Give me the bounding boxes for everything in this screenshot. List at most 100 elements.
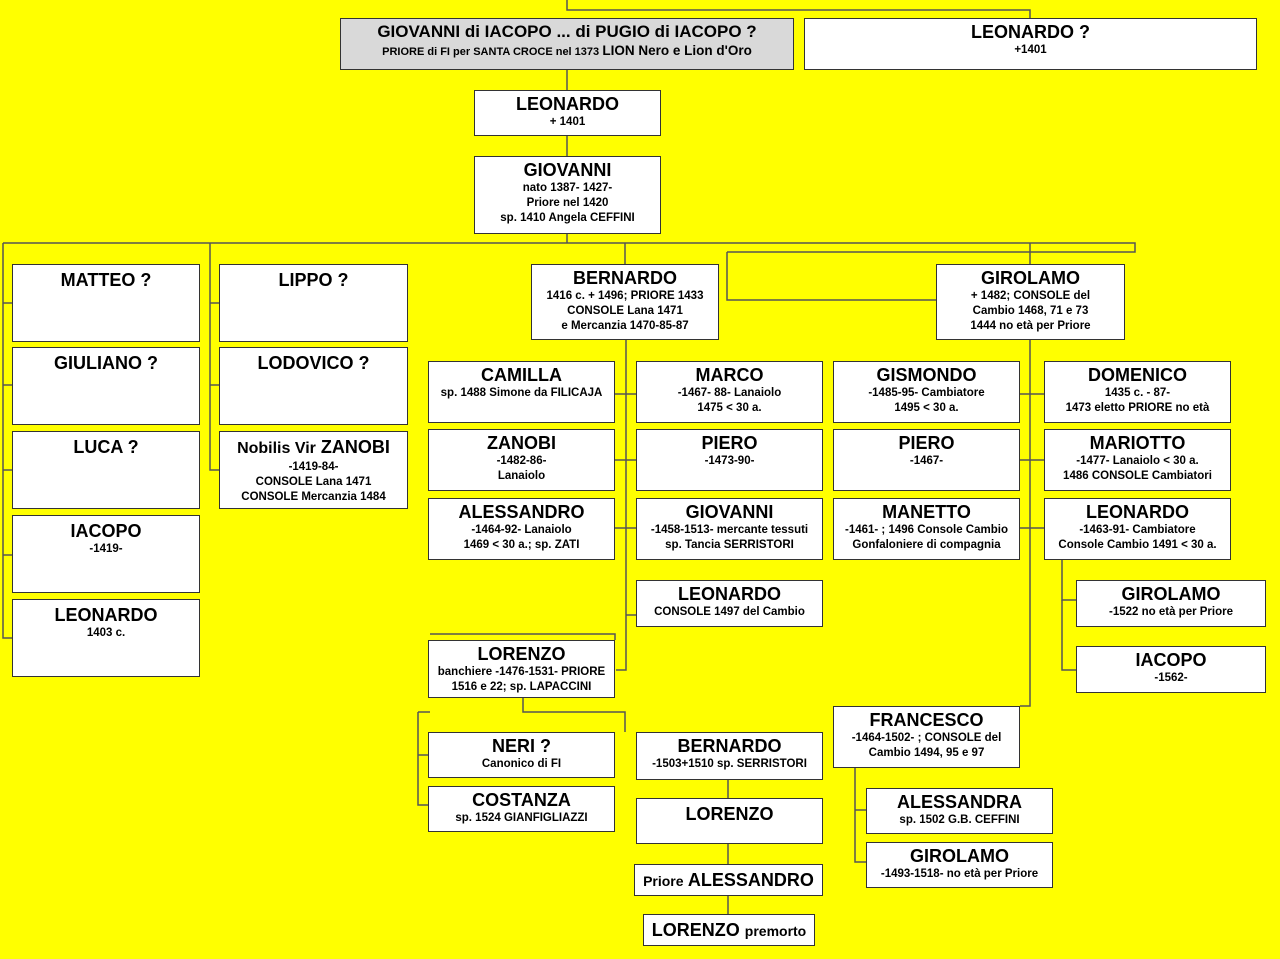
person-bernardo: BERNARDO 1416 c. + 1496; PRIORE 1433 CON… bbox=[531, 264, 719, 340]
person-name: LEONARDO bbox=[1086, 502, 1189, 522]
person-detail: -1463-91- Cambiatore bbox=[1079, 524, 1196, 536]
person-name: COSTANZA bbox=[472, 790, 571, 810]
person-name: DOMENICO bbox=[1088, 365, 1187, 385]
person-detail: -1482-86- bbox=[496, 455, 547, 467]
person-domenico: DOMENICO 1435 c. - 87- 1473 eletto PRIOR… bbox=[1044, 361, 1231, 423]
person-detail: 1469 < 30 a.; sp. ZATI bbox=[463, 539, 580, 551]
person-francesco: FRANCESCO -1464-1502- ; CONSOLE del Camb… bbox=[833, 706, 1020, 768]
person-marco: MARCO -1467- 88- Lanaiolo 1475 < 30 a. bbox=[636, 361, 823, 423]
person-detail: -1522 no età per Priore bbox=[1109, 606, 1233, 618]
person-piero-1473: PIERO -1473-90- bbox=[636, 429, 823, 491]
person-matteo: MATTEO ? bbox=[12, 264, 200, 342]
person-detail: CONSOLE Lana 1471 bbox=[255, 476, 372, 488]
person-detail: 1473 eletto PRIORE no età bbox=[1065, 402, 1210, 414]
person-detail: sp. 1488 Simone da FILICAJA bbox=[440, 387, 603, 399]
person-detail: sp. 1502 G.B. CEFFINI bbox=[899, 814, 1020, 826]
person-detail: 1444 no età per Priore bbox=[970, 320, 1091, 332]
person-detail: 1495 < 30 a. bbox=[894, 402, 959, 414]
person-detail: 1486 CONSOLE Cambiatori bbox=[1063, 470, 1212, 482]
person-giovanni-di-iacopo: GIOVANNI di IACOPO ... di PUGIO di IACOP… bbox=[340, 18, 794, 70]
person-detail: + 1401 bbox=[549, 116, 586, 128]
person-lorenzo-1476: LORENZO banchiere -1476-1531- PRIORE 151… bbox=[428, 640, 615, 698]
person-alessandro: ALESSANDRO -1464-92- Lanaiolo 1469 < 30 … bbox=[428, 498, 615, 560]
person-detail-2: LION Nero e Lion d'Oro bbox=[602, 43, 752, 58]
person-detail: 1435 c. - 87- bbox=[1104, 387, 1171, 399]
person-detail: -1458-1513- mercante tessuti bbox=[650, 524, 809, 536]
person-detail: Lanaiolo bbox=[497, 470, 546, 482]
person-detail: Canonico di FI bbox=[481, 758, 562, 770]
person-detail: e Mercanzia 1470-85-87 bbox=[561, 320, 689, 332]
person-detail: -1464-1502- ; CONSOLE del bbox=[851, 732, 1002, 744]
person-girolamo-1493: GIROLAMO -1493-1518- no età per Priore bbox=[866, 842, 1053, 888]
person-prefix: Priore bbox=[643, 873, 684, 889]
person-costanza: COSTANZA sp. 1524 GIANFIGLIAZZI bbox=[428, 786, 615, 832]
person-leonardo-1497: LEONARDO CONSOLE 1497 del Cambio bbox=[636, 580, 823, 627]
person-name: MANETTO bbox=[882, 502, 971, 522]
person-name: CAMILLA bbox=[481, 365, 562, 385]
person-detail: Cambio 1468, 71 e 73 bbox=[972, 305, 1089, 317]
person-name: GIROLAMO bbox=[910, 846, 1009, 866]
person-name: LEONARDO ? bbox=[971, 22, 1090, 42]
person-detail: -1419- bbox=[89, 543, 123, 555]
person-detail: Gonfaloniere di compagnia bbox=[852, 539, 1001, 551]
person-name: FRANCESCO bbox=[869, 710, 984, 730]
person-lorenzo-premorto: LORENZO premorto bbox=[643, 914, 815, 946]
person-detail: CONSOLE Mercanzia 1484 bbox=[241, 491, 386, 503]
person-detail: CONSOLE 1497 del Cambio bbox=[654, 606, 805, 618]
person-camilla: CAMILLA sp. 1488 Simone da FILICAJA bbox=[428, 361, 615, 423]
person-prefix: Nobilis Vir bbox=[237, 440, 316, 457]
person-detail: CONSOLE Lana 1471 bbox=[567, 305, 683, 317]
person-giovanni: GIOVANNI nato 1387- 1427- Priore nel 142… bbox=[474, 156, 661, 234]
person-leonardo-1403: LEONARDO 1403 c. bbox=[12, 599, 200, 677]
person-giuliano: GIULIANO ? bbox=[12, 347, 200, 425]
person-name: NERI ? bbox=[491, 736, 551, 756]
person-detail: Cambio 1494, 95 e 97 bbox=[868, 747, 985, 759]
person-piero-1467: PIERO -1467- bbox=[833, 429, 1020, 491]
person-name: LORENZO bbox=[477, 644, 566, 664]
person-name: BERNARDO bbox=[572, 268, 677, 288]
person-name: BERNARDO bbox=[677, 736, 782, 756]
person-detail: banchiere -1476-1531- PRIORE bbox=[437, 666, 606, 678]
person-detail: + 1482; CONSOLE del bbox=[970, 290, 1091, 302]
person-detail: 1403 c. bbox=[86, 627, 126, 639]
person-name: MARCO bbox=[695, 365, 764, 385]
person-name: ZANOBI bbox=[487, 433, 556, 453]
person-name: LODOVICO ? bbox=[257, 353, 370, 373]
person-leonardo-1401: LEONARDO + 1401 bbox=[474, 90, 661, 136]
person-detail: -1503+1510 sp. SERRISTORI bbox=[652, 758, 807, 770]
person-name: MATTEO ? bbox=[60, 270, 152, 290]
person-iacopo-1562: IACOPO -1562- bbox=[1076, 646, 1266, 693]
person-lodovico: LODOVICO ? bbox=[219, 347, 408, 425]
person-name: LEONARDO bbox=[54, 605, 158, 625]
person-name: GIROLAMO bbox=[981, 268, 1080, 288]
person-detail: -1467- bbox=[909, 455, 944, 467]
person-name: LEONARDO bbox=[516, 94, 619, 114]
person-name: GISMONDO bbox=[876, 365, 977, 385]
person-name: IACOPO bbox=[70, 521, 142, 541]
person-name: LORENZO bbox=[651, 920, 740, 940]
person-name: GIOVANNI bbox=[685, 502, 774, 522]
person-detail: -1473-90- bbox=[704, 455, 755, 467]
person-name: ALESSANDRO bbox=[687, 870, 814, 890]
person-leonardo-q: LEONARDO ? +1401 bbox=[804, 18, 1257, 70]
person-detail: -1477- Lanaiolo < 30 a. bbox=[1076, 455, 1199, 467]
person-detail: nato 1387- 1427- bbox=[522, 182, 613, 194]
person-name: LIPPO ? bbox=[278, 270, 349, 290]
person-detail: -1493-1518- no età per Priore bbox=[880, 868, 1039, 880]
person-name: ALESSANDRA bbox=[896, 792, 1022, 812]
person-name: PIERO bbox=[701, 433, 758, 453]
person-neri: NERI ? Canonico di FI bbox=[428, 732, 615, 778]
person-name: GIROLAMO bbox=[1121, 584, 1221, 604]
person-name: LEONARDO bbox=[678, 584, 781, 604]
person-detail: 1416 c. + 1496; PRIORE 1433 bbox=[546, 290, 704, 302]
person-manetto: MANETTO -1461- ; 1496 Console Cambio Gon… bbox=[833, 498, 1020, 560]
person-detail: -1464-92- Lanaiolo bbox=[471, 524, 572, 536]
person-suffix: premorto bbox=[744, 923, 807, 939]
person-zanobi: ZANOBI -1482-86- Lanaiolo bbox=[428, 429, 615, 491]
person-detail: Console Cambio 1491 < 30 a. bbox=[1058, 539, 1217, 551]
person-lorenzo-2: LORENZO bbox=[636, 798, 823, 844]
person-detail: -1562- bbox=[1154, 672, 1188, 684]
person-bernardo-1503: BERNARDO -1503+1510 sp. SERRISTORI bbox=[636, 732, 823, 780]
person-detail: -1461- ; 1496 Console Cambio bbox=[845, 524, 1008, 536]
person-detail: Priore nel 1420 bbox=[526, 197, 609, 209]
